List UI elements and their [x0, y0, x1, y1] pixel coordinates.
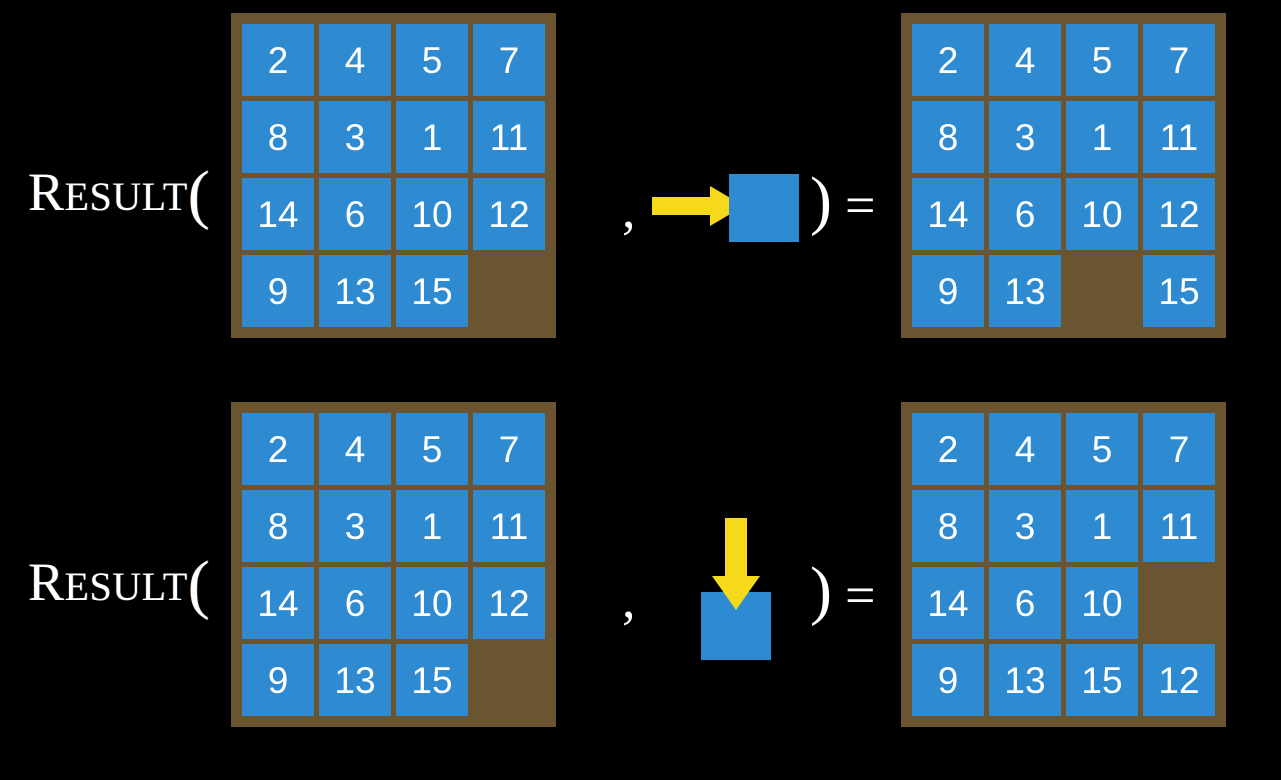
tile[interactable]: 6	[319, 178, 391, 250]
tile[interactable]: 5	[396, 24, 468, 96]
tile[interactable]: 2	[912, 24, 984, 96]
empty-slot[interactable]	[1066, 255, 1138, 327]
tile[interactable]: 10	[396, 567, 468, 639]
close-paren-row-2: )	[810, 554, 832, 627]
tile[interactable]: 9	[912, 644, 984, 716]
tile[interactable]: 8	[912, 101, 984, 173]
output-board-row-1: 2 4 5 7 8 3 1 11 14 6 10 12 9 13 15	[901, 13, 1226, 338]
tile[interactable]: 14	[242, 567, 314, 639]
tile[interactable]: 13	[319, 644, 391, 716]
tile[interactable]: 6	[319, 567, 391, 639]
tile[interactable]: 3	[319, 101, 391, 173]
moving-tile-row-1[interactable]	[729, 174, 799, 242]
tile[interactable]: 1	[1066, 101, 1138, 173]
tile[interactable]: 4	[319, 413, 391, 485]
tile[interactable]: 10	[1066, 178, 1138, 250]
tile[interactable]: 11	[1143, 101, 1215, 173]
tile[interactable]: 9	[242, 644, 314, 716]
tile[interactable]: 4	[319, 24, 391, 96]
tile[interactable]: 7	[473, 24, 545, 96]
result-label-remainder: ESULT	[64, 174, 188, 219]
operator-area-row-2: , ) =	[600, 390, 900, 780]
tile[interactable]: 12	[1143, 178, 1215, 250]
tile[interactable]: 14	[242, 178, 314, 250]
empty-slot[interactable]	[473, 644, 545, 716]
tile[interactable]: 9	[242, 255, 314, 327]
result-label-remainder: ESULT	[64, 564, 188, 609]
tile[interactable]: 8	[242, 490, 314, 562]
tile[interactable]: 1	[1066, 490, 1138, 562]
tile[interactable]: 5	[396, 413, 468, 485]
tile[interactable]: 6	[989, 178, 1061, 250]
tile[interactable]: 6	[989, 567, 1061, 639]
empty-slot[interactable]	[1143, 567, 1215, 639]
result-label-initial: R	[28, 162, 65, 222]
tile[interactable]: 15	[1066, 644, 1138, 716]
tile[interactable]: 13	[319, 255, 391, 327]
tile[interactable]: 7	[1143, 413, 1215, 485]
tile[interactable]: 2	[912, 413, 984, 485]
tile[interactable]: 11	[473, 101, 545, 173]
tile[interactable]: 3	[989, 490, 1061, 562]
comma-separator: ,	[622, 569, 636, 629]
arrow-right-icon	[652, 186, 744, 226]
input-board-row-2: 2 4 5 7 8 3 1 11 14 6 10 12 9 13 15	[231, 402, 556, 727]
result-label-row-1: RESULT(	[28, 162, 210, 228]
arrow-down-icon	[712, 518, 760, 610]
result-label-row-2: RESULT(	[28, 552, 210, 618]
tile[interactable]: 15	[1143, 255, 1215, 327]
equals-sign-row-2: =	[845, 565, 876, 625]
tile[interactable]: 1	[396, 101, 468, 173]
tile[interactable]: 7	[1143, 24, 1215, 96]
tile[interactable]: 8	[912, 490, 984, 562]
tile[interactable]: 11	[473, 490, 545, 562]
tile[interactable]: 2	[242, 413, 314, 485]
tile[interactable]: 10	[396, 178, 468, 250]
tile[interactable]: 9	[912, 255, 984, 327]
input-board-row-1: 2 4 5 7 8 3 1 11 14 6 10 12 9 13 15	[231, 13, 556, 338]
operator-area-row-1: , ) =	[600, 0, 900, 390]
tile[interactable]: 12	[473, 567, 545, 639]
tile[interactable]: 5	[1066, 413, 1138, 485]
result-label-initial: R	[28, 552, 65, 612]
tile[interactable]: 4	[989, 413, 1061, 485]
open-paren-row-1: (	[187, 158, 211, 231]
output-board-row-2: 2 4 5 7 8 3 1 11 14 6 10 9 13 15 12	[901, 402, 1226, 727]
tile[interactable]: 13	[989, 644, 1061, 716]
tile[interactable]: 3	[319, 490, 391, 562]
tile[interactable]: 11	[1143, 490, 1215, 562]
tile[interactable]: 7	[473, 413, 545, 485]
empty-slot[interactable]	[473, 255, 545, 327]
equation-row-1: RESULT( 2 4 5 7 8 3 1 11 14 6 10 12 9 13…	[28, 0, 1226, 390]
tile[interactable]: 1	[396, 490, 468, 562]
equation-row-2: RESULT( 2 4 5 7 8 3 1 11 14 6 10 12 9 13…	[0, 390, 1281, 780]
tile[interactable]: 5	[1066, 24, 1138, 96]
tile[interactable]: 15	[396, 644, 468, 716]
tile[interactable]: 14	[912, 567, 984, 639]
tile[interactable]: 2	[242, 24, 314, 96]
tile[interactable]: 10	[1066, 567, 1138, 639]
tile[interactable]: 8	[242, 101, 314, 173]
equals-sign-row-1: =	[845, 175, 876, 235]
comma-separator: ,	[622, 179, 636, 239]
tile[interactable]: 12	[473, 178, 545, 250]
tile[interactable]: 3	[989, 101, 1061, 173]
open-paren-row-2: (	[187, 548, 211, 621]
tile[interactable]: 13	[989, 255, 1061, 327]
tile[interactable]: 12	[1143, 644, 1215, 716]
tile[interactable]: 15	[396, 255, 468, 327]
close-paren-row-1: )	[810, 164, 832, 237]
tile[interactable]: 14	[912, 178, 984, 250]
tile[interactable]: 4	[989, 24, 1061, 96]
